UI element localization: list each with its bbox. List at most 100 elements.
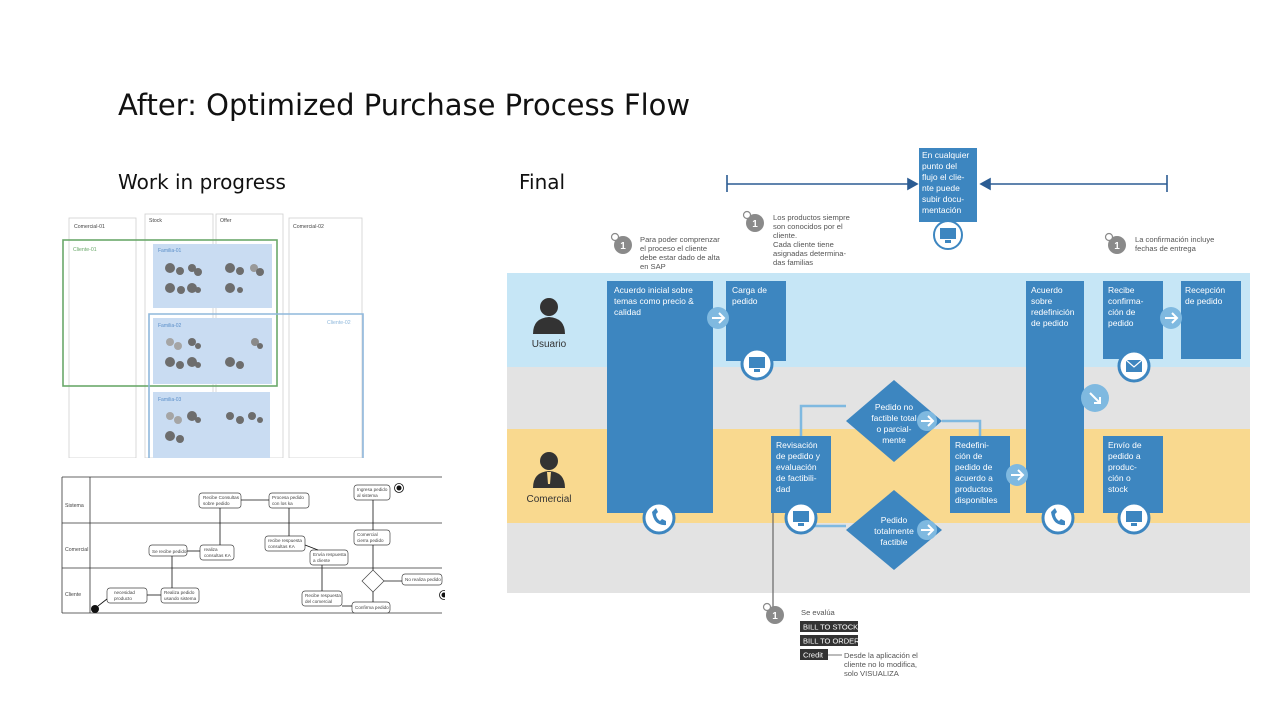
acuerdo-redef-line-4: de pedido <box>1031 318 1069 328</box>
note-2-line-3: cliente. <box>773 231 797 240</box>
monitor-icon <box>1117 501 1151 535</box>
note-3: 1 La confirmación incluye fechas de entr… <box>1104 232 1214 254</box>
redefinicion-line-5: productos <box>955 484 992 494</box>
column-label-comercial-01: Comercial-01 <box>74 224 105 230</box>
arrow-right-icon <box>1006 464 1028 486</box>
diamond-factible-line-2: totalmente <box>874 526 914 536</box>
acuerdo-redef-line-1: Acuerdo <box>1031 285 1063 295</box>
recibe-confirm-line-4: pedido <box>1108 318 1134 328</box>
node-envia-respuesta-1: Envía respuesta <box>313 552 347 557</box>
node-necesidad-producto-1: necesidad <box>114 590 135 595</box>
revision-line-5: dad <box>776 484 790 494</box>
stack-icon <box>166 411 201 424</box>
column-label-comercial-02: Comercial-02 <box>293 224 324 230</box>
note-2-line-6: das familias <box>773 258 813 267</box>
lane-label-usuario: Usuario <box>532 339 567 350</box>
redefinicion-line-4: acuerdo a <box>955 473 993 483</box>
redefinicion-line-1: Redefini- <box>955 440 989 450</box>
node-recibe-consultas-2: sobre pedido <box>203 501 230 506</box>
product-stacks <box>165 263 264 443</box>
node-realiza-pedido-2: usando sistema <box>164 596 197 601</box>
envio-line-5: stock <box>1108 484 1129 494</box>
acuerdo-inicial-line-3: calidad <box>614 307 641 317</box>
monitor-icon <box>933 220 963 250</box>
diamond-factible-line-3: factible <box>881 537 908 547</box>
recibe-confirm-line-1: Recibe <box>1108 285 1135 295</box>
diamond-factible <box>846 490 942 570</box>
stack-icon <box>165 263 185 294</box>
redefinicion-line-2: ción de <box>955 451 983 461</box>
arrow-right-icon <box>917 411 937 431</box>
envio-line-2: pedido a <box>1108 451 1141 461</box>
page-title: After: Optimized Purchase Process Flow <box>118 88 691 122</box>
node-realiza-consultas-1: realiza <box>204 547 218 552</box>
top-note-line-3: flujo el clie- <box>922 172 965 182</box>
note-4-badge: 1 <box>772 611 778 622</box>
diamond-no-factible <box>846 380 942 462</box>
diamond-no-factible-line-3: o parcial- <box>877 424 912 434</box>
wip-connectors <box>97 499 402 607</box>
box-redefinicion-pedido <box>950 436 1010 513</box>
top-note-line-2: punto del <box>922 161 957 171</box>
monitor-icon <box>784 501 818 535</box>
envio-line-4: ción o <box>1108 473 1131 483</box>
revision-line-1: Revisación <box>776 440 818 450</box>
note-3-line-2: fechas de entrega <box>1135 244 1197 253</box>
top-note-line-4: nte puede <box>922 183 960 193</box>
top-note-line-1: En cualquier <box>922 150 969 160</box>
note-4-title: Se evalúa <box>801 608 836 617</box>
comercial-icon <box>533 452 565 488</box>
recepcion-line-2: de pedido <box>1185 296 1223 306</box>
note-4-desc-2: cliente no lo modifica, <box>844 660 917 669</box>
node-realiza-consultas-2: consultas KA <box>204 553 232 558</box>
column-label-offer: Offer <box>220 218 232 224</box>
client-lane-2 <box>148 313 364 458</box>
usuario-icon <box>533 298 565 334</box>
box-recepcion-pedido <box>1181 281 1241 359</box>
note-1-line-1: Para poder comprenzar <box>640 235 720 244</box>
acuerdo-redef-line-2: sobre <box>1031 296 1053 306</box>
lane-label-sistema: Sistema <box>65 503 84 509</box>
stack-icon <box>225 283 243 293</box>
arrow-right-icon <box>1160 307 1182 329</box>
arrow-right-icon <box>917 520 937 540</box>
diamond-no-factible-line-1: Pedido no <box>875 402 914 412</box>
diamond-factible-line-1: Pedido <box>881 515 908 525</box>
stack-icon <box>225 263 264 276</box>
acuerdo-inicial-line-2: temas como precio & <box>614 296 694 306</box>
node-recibe-consultas-1: Recibe Consultas <box>203 495 240 500</box>
diamond-no-factible-line-2: factible total <box>871 413 916 423</box>
envio-line-1: Envío de <box>1108 440 1142 450</box>
acuerdo-inicial-line-1: Acuerdo inicial sobre <box>614 285 693 295</box>
final-heading: Final <box>519 170 566 194</box>
arrow-diagonal-icon <box>1081 384 1109 412</box>
node-recibe-respuesta-comercial-1: Recibe respuesta <box>305 593 341 598</box>
top-note-line-5: subir docu- <box>922 194 964 204</box>
carga-pedido-line-1: Carga de <box>732 285 767 295</box>
note-1-line-3: debe estar dado de alta <box>640 253 721 262</box>
node-no-realiza-pedido: No realiza pedido <box>405 577 441 582</box>
client-label-2: Cliente-02 <box>327 320 351 326</box>
stack-icon <box>165 357 201 369</box>
client-lane-1 <box>62 239 278 387</box>
box-envio-pedido <box>1103 436 1163 513</box>
node-comercial-cierra-2: cierra pedido <box>357 538 384 543</box>
monitor-icon <box>740 347 774 381</box>
final-process-diagram: Usuario Comercial En cualquier punto del… <box>507 148 1250 678</box>
note-1-line-4: en SAP <box>640 262 666 271</box>
family-label-2: Familia-02 <box>158 323 182 329</box>
wip-matrix-diagram: Comercial-01 Stock Offer Comercial-02 Fa… <box>62 213 364 458</box>
stack-icon <box>187 264 202 293</box>
range-arrow <box>726 175 1168 192</box>
lane-label-comercial: Comercial <box>65 547 88 553</box>
revision-line-4: de factibili- <box>776 473 817 483</box>
note-3-badge: 1 <box>1114 241 1120 252</box>
recibe-confirm-line-3: ción de <box>1108 307 1136 317</box>
tag-bill-to-stock: BILL TO STOCK <box>803 623 858 632</box>
node-ingresa-pedido-1: Ingresa pedido <box>357 487 388 492</box>
box-revision-pedido <box>771 436 831 513</box>
phone-icon <box>642 501 676 535</box>
node-comercial-cierra-1: Comercial <box>357 532 378 537</box>
note-2-badge: 1 <box>752 219 758 230</box>
tag-bill-to-order: BILL TO ORDER <box>803 637 860 646</box>
